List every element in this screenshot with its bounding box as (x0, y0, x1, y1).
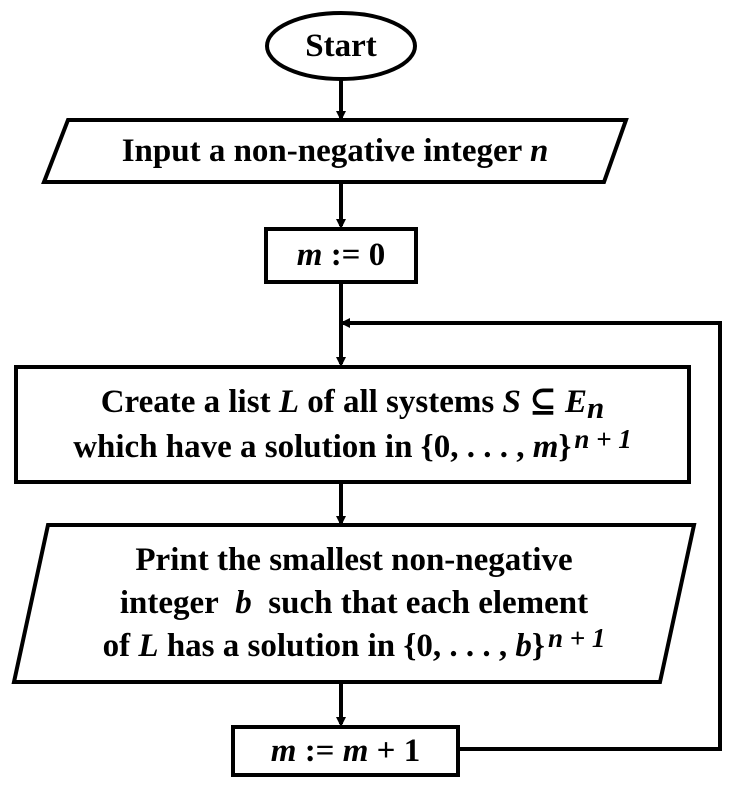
start-terminal-shape (265, 11, 417, 81)
inc-var-m: m (270, 732, 297, 769)
create-list-node: Create a list L of all systems S ⊆ En wh… (14, 365, 691, 484)
inc-var-m2: m (342, 732, 369, 769)
init-var-m: m (296, 237, 323, 274)
create-line-2: which have a solution in {0, . . . , m}n… (73, 423, 632, 465)
input-parallelogram-shape (41, 118, 629, 184)
input-node: Input a non-negative integer n (44, 120, 626, 182)
start-label: Start (305, 27, 377, 64)
input-text: Input a non-negative integer (121, 132, 522, 169)
init-node: m := 0 (264, 227, 418, 284)
create-line-1: Create a list L of all systems S ⊆ En (100, 383, 605, 425)
inc-plus: + 1 (376, 732, 421, 769)
loop-back-arrow (340, 318, 722, 751)
increment-node: m := m + 1 (231, 725, 460, 777)
init-value: 0 (368, 237, 386, 274)
inc-op: := (304, 732, 335, 769)
input-var-n: n (529, 132, 549, 169)
print-node: Print the smallest non-negative integer … (14, 525, 694, 682)
print-line-2: integer b such that each element (119, 585, 589, 622)
print-parallelogram-shape (11, 523, 697, 684)
print-line-1: Print the smallest non-negative (135, 542, 573, 579)
print-line-3: of L has a solution in {0, . . . , b}n +… (102, 622, 606, 664)
start-terminal: Start (267, 13, 415, 79)
init-op: := (330, 237, 361, 274)
